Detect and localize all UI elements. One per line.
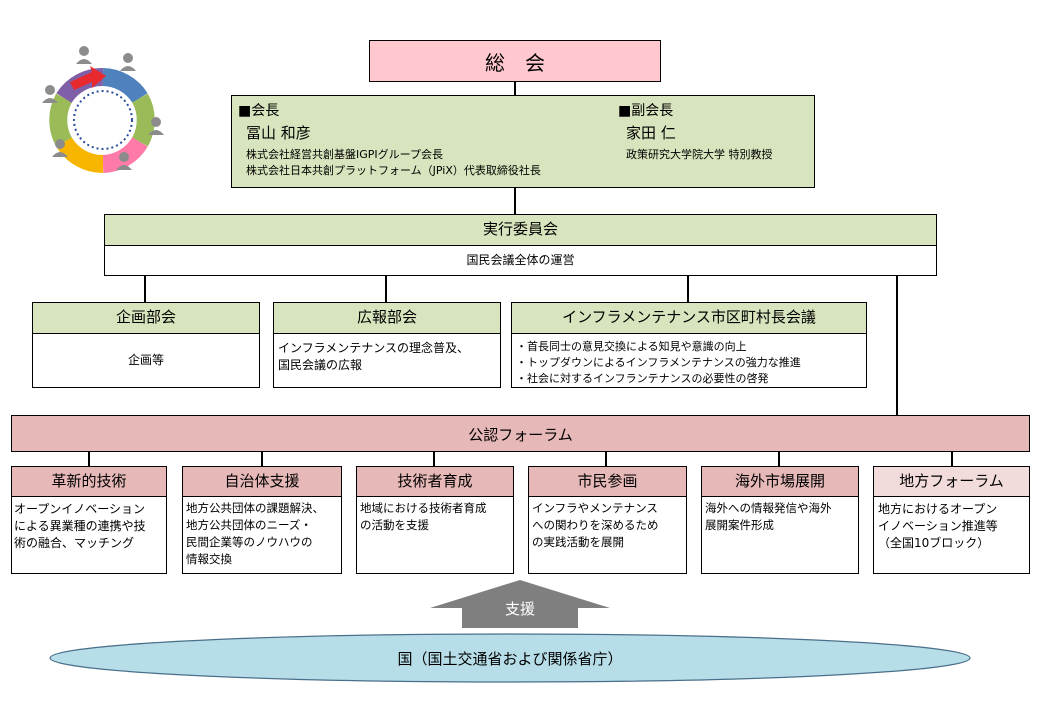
forum-overseas-market: 海外市場展開 海外への情報発信や海外 展開案件形成 — [701, 466, 859, 574]
connector-line — [778, 452, 780, 467]
connector-line — [687, 276, 689, 303]
forum-description-line: インフラやメンテナンス — [532, 501, 658, 515]
forum-description-line: 展開案件形成 — [705, 518, 774, 532]
forum-box-title: 自治体支援 — [183, 467, 341, 497]
forum-box-title: 市民参画 — [529, 467, 686, 497]
executive-committee-box: 実行委員会 国民会議全体の運営 — [104, 214, 937, 276]
forum-title: 公認フォーラム — [468, 426, 573, 444]
forum-description-line: 術の融合、マッチング — [14, 536, 135, 550]
forum-box-title: 海外市場展開 — [702, 467, 858, 497]
connector-line — [514, 188, 516, 215]
connector-line — [605, 452, 607, 467]
subcommittee-description-line: ・首長同士の意見交換による知見や意識の向上 — [516, 340, 747, 353]
government-label: 国（国土交通省および関係省庁） — [397, 650, 623, 668]
vice-chair-affiliation: 政策研究大学院大学 特別教授 — [626, 148, 773, 161]
forum-bar: 公認フォーラム — [11, 415, 1030, 452]
subcommittee-description-line: ・トップダウンによるインフラメンテナンスの強力な推進 — [516, 356, 801, 369]
government-ellipse — [49, 633, 971, 683]
forum-description-line: への関わりを深めるため — [532, 518, 659, 532]
connector-line — [144, 276, 146, 303]
general-assembly-box: 総 会 — [369, 40, 661, 82]
forum-description-line: 地方におけるオープン — [878, 502, 998, 516]
connector-line — [261, 452, 263, 467]
forum-description-line: 情報交換 — [186, 552, 232, 566]
chair-affiliation-1: 株式会社経営共創基盤IGPIグループ会長 — [246, 148, 443, 161]
forum-description-line: 民間企業等のノウハウの — [186, 535, 313, 549]
forum-description-line: 地方公共団体のニーズ・ — [186, 518, 312, 532]
subcommittee-public-relations: 広報部会 インフラメンテナンスの理念普及、 国民会議の広報 — [273, 302, 501, 388]
forum-box-title: 地方フォーラム — [874, 467, 1029, 497]
forum-description-line: の実践活動を展開 — [532, 535, 624, 549]
forum-municipal-support: 自治体支援 地方公共団体の課題解決、 地方公共団体のニーズ・ 民間企業等のノウハ… — [182, 466, 342, 574]
support-label: 支援 — [504, 600, 535, 618]
forum-box-title: 技術者育成 — [357, 467, 513, 497]
forum-box-title: 革新的技術 — [12, 467, 166, 497]
connector-line — [385, 276, 387, 303]
executive-committee-title: 実行委員会 — [105, 215, 936, 246]
forum-description-line: （全国10ブロック） — [878, 536, 990, 550]
subcommittee-title: インフラメンテナンス市区町村長会議 — [512, 303, 866, 334]
connector-line — [514, 82, 516, 96]
forum-innovative-technology: 革新的技術 オープンイノベーション による異業種の連携や技 術の融合、マッチング — [11, 466, 167, 574]
forum-description-line: イノベーション推進等 — [878, 519, 998, 533]
chair-affiliation-2: 株式会社日本共創プラットフォーム（JPiX）代表取締役社長 — [246, 164, 541, 177]
connector-line — [951, 452, 953, 467]
vice-chair-role: ■副会長 — [618, 103, 674, 119]
forum-regional: 地方フォーラム 地方におけるオープン イノベーション推進等 （全国10ブロック） — [873, 466, 1030, 574]
vice-chair-name: 家田 仁 — [626, 124, 676, 142]
executive-committee-description: 国民会議全体の運営 — [466, 253, 575, 267]
connector-line — [433, 452, 435, 467]
subcommittee-description-line: インフラメンテナンスの理念普及、 — [278, 341, 470, 355]
forum-description-line: による異業種の連携や技 — [14, 519, 146, 533]
forum-description-line: の活動を支援 — [360, 518, 429, 532]
subcommittee-title: 企画部会 — [33, 303, 259, 334]
forum-description-line: 地域における技術者育成 — [360, 501, 487, 515]
forum-description-line: 海外への情報発信や海外 — [705, 501, 832, 515]
general-assembly-label: 総 会 — [485, 51, 545, 75]
subcommittee-description-line: 国民会議の広報 — [278, 358, 363, 372]
people-circle-logo-icon — [40, 44, 166, 174]
subcommittee-planning: 企画部会 企画等 — [32, 302, 260, 388]
support-arrow-icon — [430, 580, 610, 628]
subcommittee-mayors-meeting: インフラメンテナンス市区町村長会議 ・首長同士の意見交換による知見や意識の向上 … — [511, 302, 867, 388]
subcommittee-title: 広報部会 — [274, 303, 500, 334]
chair-name: 冨山 和彦 — [246, 124, 311, 142]
forum-citizen-participation: 市民参画 インフラやメンテナンス への関わりを深めるため の実践活動を展開 — [528, 466, 687, 574]
connector-line — [88, 452, 90, 467]
subcommittee-description: 企画等 — [127, 353, 164, 367]
subcommittee-description-line: ・社会に対するインフランテナンスの必要性の啓発 — [516, 372, 769, 385]
forum-description-line: 地方公共団体の課題解決、 — [186, 501, 324, 515]
officers-box: ■会長 冨山 和彦 株式会社経営共創基盤IGPIグループ会長 株式会社日本共創プ… — [231, 95, 815, 188]
forum-engineer-training: 技術者育成 地域における技術者育成 の活動を支援 — [356, 466, 514, 574]
chair-role: ■会長 — [238, 103, 280, 119]
connector-line — [896, 276, 898, 416]
forum-description-line: オープンイノベーション — [14, 502, 146, 516]
